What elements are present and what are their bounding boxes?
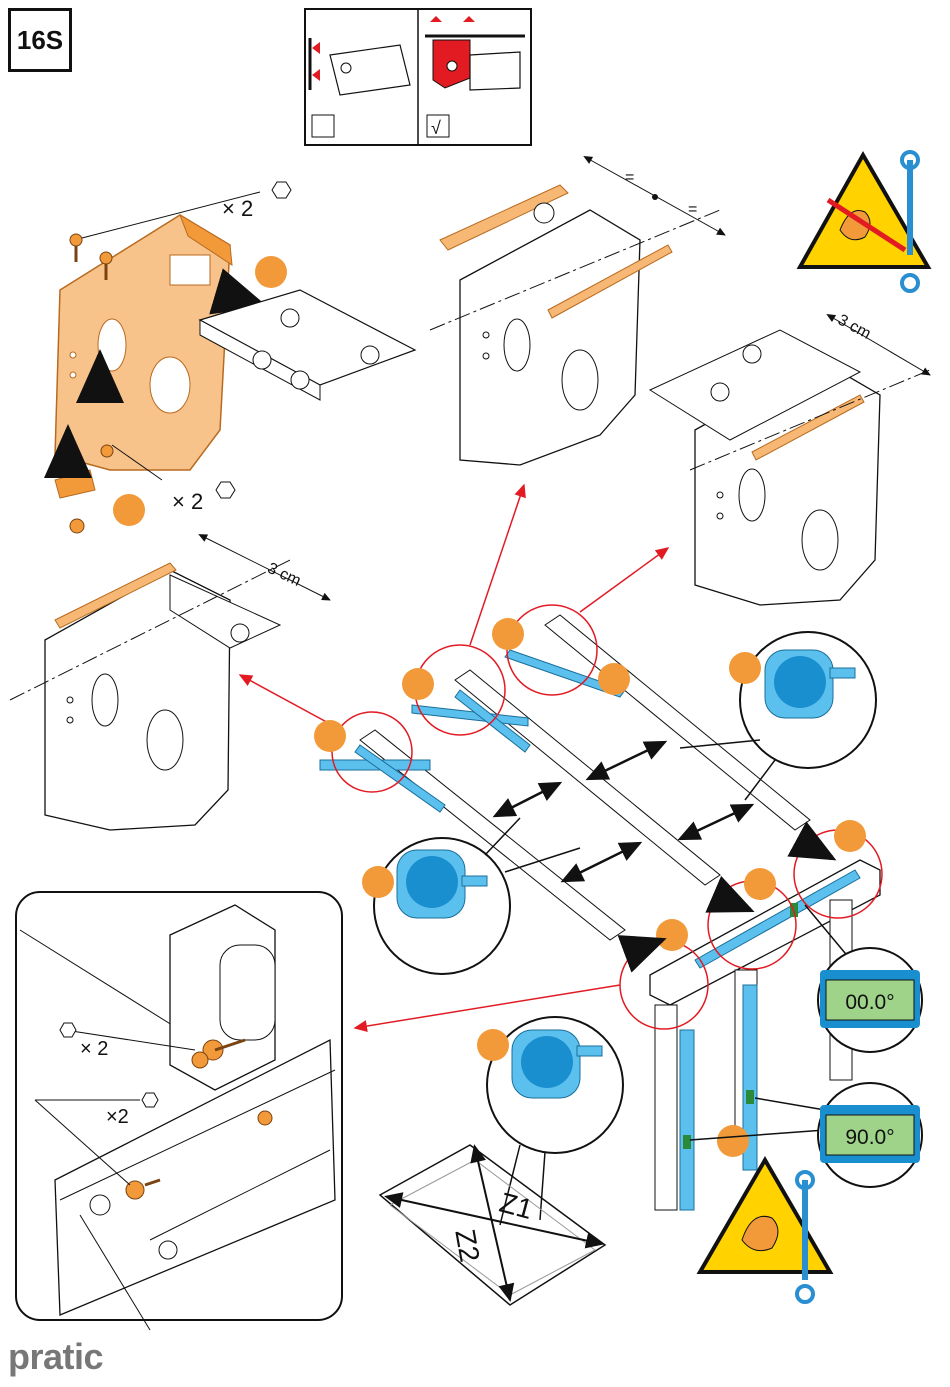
level-value-vertical: 90.0° bbox=[845, 1126, 894, 1149]
equal-mark: = bbox=[625, 169, 634, 186]
qty-nuts-label: × 2 bbox=[172, 489, 203, 514]
hex-nut-icon bbox=[272, 182, 291, 198]
hex-nut-icon bbox=[60, 1023, 76, 1037]
tape-measure-circle-bottom bbox=[477, 1017, 623, 1225]
level-readout-horizontal: 00.0° bbox=[818, 948, 922, 1052]
qty-screws-label: × 2 bbox=[222, 196, 253, 221]
callout-dot bbox=[314, 720, 346, 752]
level-value-horizontal: 00.0° bbox=[845, 991, 894, 1014]
mounting-comparison-inset: √ bbox=[305, 9, 531, 145]
callout-dot bbox=[255, 256, 287, 288]
left-bracket: 3 cm bbox=[10, 535, 330, 830]
offset-label: 3 cm bbox=[265, 560, 304, 590]
detail-qty-screws-label: ×2 bbox=[106, 1106, 129, 1128]
callout-dot bbox=[402, 668, 434, 700]
tape-measure-circle-right bbox=[680, 632, 876, 800]
callout-dot bbox=[717, 1125, 749, 1157]
detail-qty-nuts-label: × 2 bbox=[80, 1038, 108, 1060]
callout-dot bbox=[113, 494, 145, 526]
tape-measure-circle-left bbox=[362, 818, 580, 974]
diagonal-z1-label: Z1 bbox=[496, 1187, 536, 1225]
detail-panel: × 2 ×2 bbox=[16, 892, 342, 1330]
frame-diagonal-check: Z1 Z2 bbox=[380, 1145, 605, 1305]
offset-label: 3 cm bbox=[835, 311, 874, 342]
force-warning-icon bbox=[700, 1160, 830, 1302]
callout-dot bbox=[744, 868, 776, 900]
callout-dot bbox=[834, 820, 866, 852]
hex-nut-icon bbox=[142, 1093, 158, 1107]
callout-dot bbox=[598, 663, 630, 695]
hex-nut-icon bbox=[216, 482, 235, 498]
callout-dot bbox=[729, 652, 761, 684]
diagonal-z2-label: Z2 bbox=[449, 1227, 485, 1265]
checkmark-icon: √ bbox=[431, 118, 441, 138]
right-bracket: 3 cm bbox=[650, 311, 930, 605]
equal-mark: = bbox=[688, 201, 697, 218]
level-readout-vertical: 90.0° bbox=[818, 1083, 922, 1187]
callout-dot bbox=[477, 1029, 509, 1061]
orange-bracket-exploded: × 2 × 2 bbox=[55, 182, 415, 533]
brand-logo: pratic bbox=[8, 1336, 103, 1378]
callout-dot bbox=[656, 919, 688, 951]
callout-dot bbox=[492, 618, 524, 650]
no-force-warning-icon bbox=[800, 152, 928, 291]
callout-dot bbox=[362, 866, 394, 898]
center-bracket: = = bbox=[430, 157, 725, 465]
